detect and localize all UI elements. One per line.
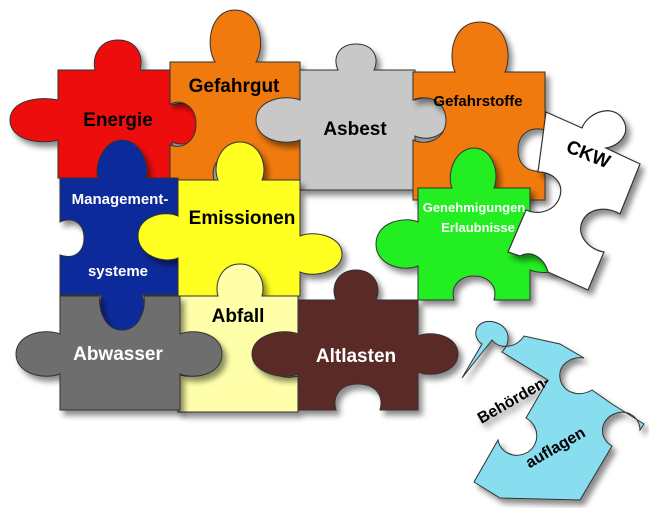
- puzzle-piece-gefahrstoffe: Gefahrstoffe: [412, 21, 546, 201]
- puzzle-piece-altlasten: Altlasten: [251, 269, 459, 411]
- label-management-line2: systeme: [88, 263, 148, 280]
- puzzle-piece-behoerdenauflagen: Behörden- auflagen: [461, 320, 645, 501]
- label-management-line1: Management-: [72, 191, 169, 208]
- puzzle-piece-abwasser: Abwasser: [15, 295, 223, 411]
- puzzle-piece-emissionen: Emissionen: [137, 141, 343, 297]
- label-genehmigung-line2: Erlaubnisse: [441, 220, 515, 235]
- piece-abwasser-shape: [15, 295, 223, 411]
- label-abfall: Abfall: [212, 306, 265, 327]
- label-gefahrgut: Gefahrgut: [189, 76, 280, 97]
- label-energie: Energie: [83, 110, 153, 131]
- piece-genehmigung-shape: [375, 147, 579, 301]
- puzzle-piece-genehmigungen: Genehmigungen Erlaubnisse: [375, 147, 579, 301]
- piece-ckw-shape: [507, 110, 641, 291]
- piece-emissionen-shape: [137, 141, 343, 297]
- puzzle-piece-ckw: CKW: [507, 110, 641, 291]
- piece-altlasten-shape: [251, 269, 459, 411]
- puzzle-piece-energie: Energie: [9, 39, 201, 179]
- label-emissionen: Emissionen: [189, 208, 296, 229]
- piece-gefahrstoffe-shape: [412, 21, 546, 201]
- label-abwasser: Abwasser: [73, 344, 163, 365]
- piece-behoerden-shape: [461, 320, 645, 501]
- label-gefahrstoffe: Gefahrstoffe: [433, 93, 522, 110]
- label-genehmigung-line1: Genehmigungen: [423, 200, 526, 215]
- puzzle-piece-asbest: Asbest: [255, 43, 449, 191]
- label-altlasten: Altlasten: [316, 346, 396, 367]
- label-asbest: Asbest: [323, 119, 387, 140]
